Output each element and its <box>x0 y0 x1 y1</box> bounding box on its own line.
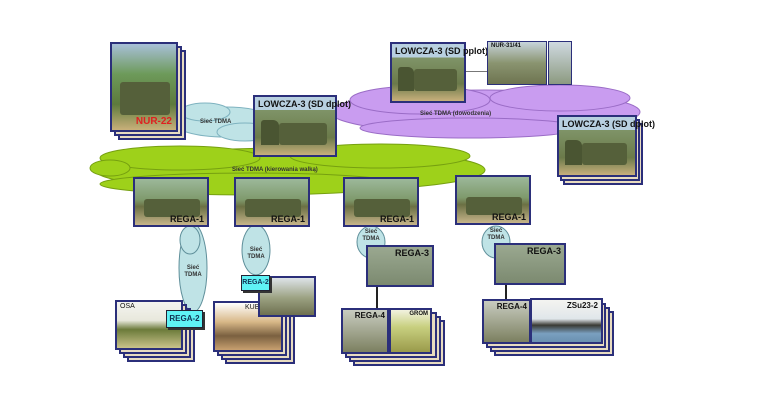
vehicle-image <box>244 199 301 217</box>
vehicle-image <box>143 199 200 217</box>
nur31-node[interactable]: NUR-31/41 <box>487 41 547 85</box>
node-label: REGA-3 <box>526 246 561 256</box>
node-label: NUR-22 <box>135 116 172 127</box>
combat-net-label: Sieć TDMA (kierowania walką) <box>232 167 318 173</box>
lowcza-pplot-node[interactable]: LOWCZA-3 (SD pplot) <box>390 42 488 103</box>
truck-image <box>413 69 457 91</box>
vertical-net-label: Sieć TDMA <box>362 229 380 242</box>
nur22-node[interactable]: NUR-22 <box>110 42 178 132</box>
node-label: REGA-1 <box>169 214 204 224</box>
link-cloud <box>172 102 278 142</box>
node-label: ZSu23-2 <box>566 301 598 310</box>
rega1-node[interactable]: REGA-1 <box>234 177 310 227</box>
rega2-tag[interactable]: REGA-2 <box>241 275 270 291</box>
node-label: LOWCZA-3 (SD dplot) <box>562 119 655 129</box>
rega3-node[interactable]: REGA-3 <box>494 243 566 285</box>
rega1-node[interactable]: REGA-1 <box>343 177 419 227</box>
connector-line <box>505 285 507 299</box>
rega1-node[interactable]: REGA-1 <box>133 177 209 227</box>
connector-line <box>466 71 487 72</box>
rega4-node[interactable]: REGA-4 <box>341 308 389 354</box>
truck-image <box>279 122 327 145</box>
vertical-clouds <box>178 223 511 313</box>
node-label: LOWCZA-3 (SD pplot) <box>395 46 488 56</box>
grom-node[interactable]: GROM <box>389 308 432 354</box>
rega4-node[interactable]: REGA-4 <box>482 299 531 344</box>
truck-cab <box>261 120 279 145</box>
node-label: OSA <box>120 303 135 310</box>
node-label: LOWCZA-3 (SD dplot) <box>258 99 351 109</box>
rega1-node[interactable]: REGA-1 <box>455 175 531 225</box>
truck-cab <box>565 140 582 165</box>
connector-line <box>376 287 378 309</box>
nur31-antenna-image <box>548 41 572 85</box>
node-label: NUR-31/41 <box>491 43 522 49</box>
node-label: REGA-4 <box>496 302 527 311</box>
node-label: REGA-1 <box>379 214 414 224</box>
lowcza-dplot-node[interactable]: LOWCZA-3 (SD dplot) <box>253 95 351 157</box>
vertical-net-label: Sieć TDMA <box>487 228 505 241</box>
node-label: KUB <box>245 304 260 311</box>
command-net-label: Sieć TDMA (dowodzenia) <box>420 111 492 117</box>
node-label: REGA-3 <box>394 248 429 258</box>
zsu-node[interactable]: ZSu23-2 <box>530 298 603 344</box>
node-label: REGA-1 <box>491 212 526 222</box>
link-net-label: Sieć TDMA <box>200 119 232 125</box>
vertical-net-label: Sieć TDMA <box>184 265 202 278</box>
vehicle-image <box>353 199 410 217</box>
vehicle-image <box>465 197 522 215</box>
node-label: REGA-1 <box>270 214 305 224</box>
node-label: REGA-4 <box>354 311 385 320</box>
radar-vehicle-image <box>119 81 170 115</box>
vertical-net-label: Sieć TDMA <box>247 247 265 260</box>
rega2-tag[interactable]: REGA-2 <box>166 310 203 328</box>
truck-image <box>581 142 628 165</box>
rega3-node[interactable]: REGA-3 <box>366 245 434 287</box>
lowcza-dplot-right-node[interactable]: LOWCZA-3 (SD dplot) <box>557 115 655 177</box>
truck-cab <box>397 66 414 91</box>
node-label: GROM <box>409 311 428 317</box>
